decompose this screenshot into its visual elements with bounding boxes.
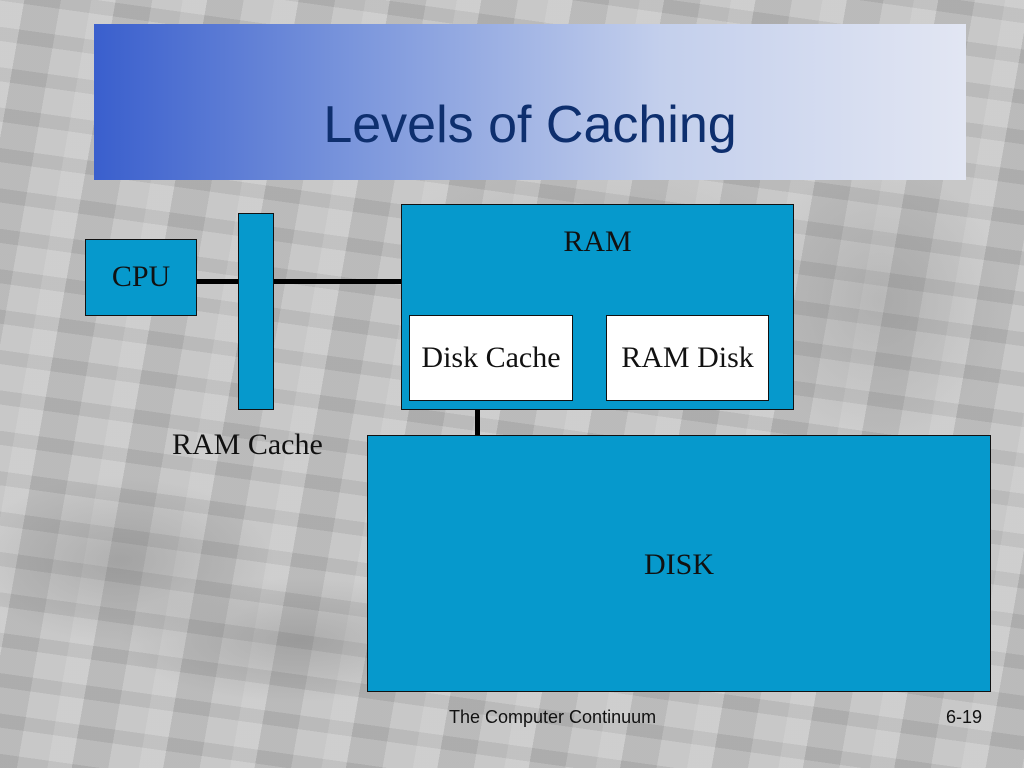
cpu-label: CPU (111, 260, 171, 293)
ram-label: RAM (563, 225, 632, 258)
disk-cache-label: Disk Cache (421, 341, 561, 374)
footer-text: The Computer Continuum (449, 707, 657, 727)
cpu-box: CPU (85, 239, 197, 316)
ram-cache-label: RAM Cache (172, 428, 323, 461)
disk-label: DISK (643, 548, 714, 581)
ram-disk-label: RAM Disk (621, 341, 754, 374)
disk-cache-box: Disk Cache (409, 315, 573, 401)
title-banner: Levels of Caching (94, 24, 966, 180)
disk-cache-to-disk-line (475, 400, 480, 436)
ram-cache-bar (238, 213, 274, 410)
ram-disk-box: RAM Disk (606, 315, 769, 401)
cpu-to-ram-bus-line (196, 279, 402, 284)
slide-title: Levels of Caching (323, 96, 737, 154)
disk-box: DISK (367, 435, 991, 692)
slide-number: 6-19 (946, 707, 983, 727)
